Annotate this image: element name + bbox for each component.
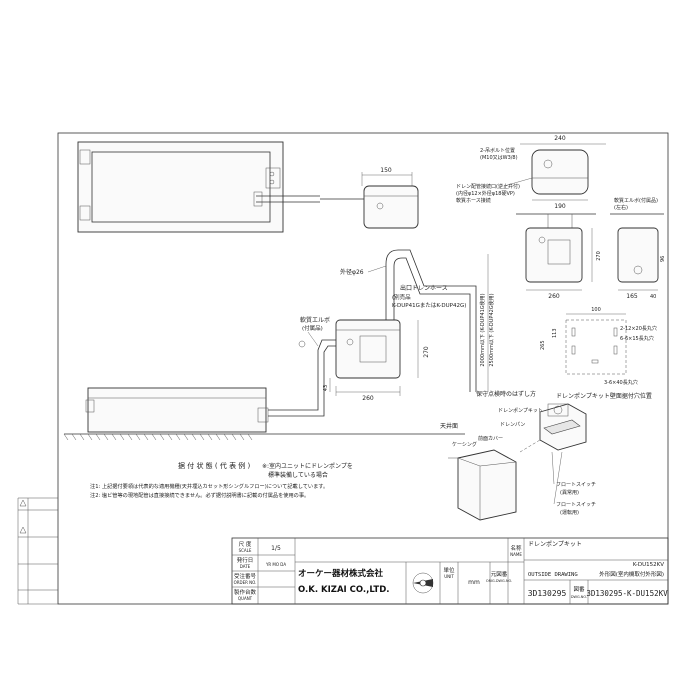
dim-right-40: 40 (650, 294, 656, 300)
hose-models-label: K-DUP41GまたはK-DUP42G) (392, 302, 466, 309)
soft-elbow-label: 軟質エルボ (300, 316, 330, 324)
name-label: 名称 (510, 544, 522, 552)
qty-en: QUANT (238, 596, 253, 601)
orig-no-value: 3D130295 (528, 589, 567, 598)
company-name: オーケー器材株式会社 (298, 568, 384, 579)
dim-mount-100: 100 (591, 307, 601, 313)
ceiling-label: 天井面 (440, 422, 458, 430)
dim-main-260: 260 (362, 395, 374, 402)
indoor-unit-top-view (77, 141, 320, 233)
install-note-b: 標準装備している場合 (268, 471, 328, 479)
dim-right-240: 240 (554, 135, 566, 142)
unit-en: UNIT (444, 574, 454, 579)
install-note-a: ※:室内ユニットにドレンポンプを (262, 462, 353, 470)
install-state-title: 据 付 状 態 ( 代 表 例 ) (178, 461, 251, 470)
dwg-no-value: 3D130295-K-DU152KV (586, 589, 668, 598)
outlet-hose-label: 出口ドレンホース (400, 284, 448, 292)
name-en: NAME (510, 552, 522, 557)
float-sw2-label: フロートスイッチ (556, 502, 596, 508)
order-label: 受注番号 (234, 572, 257, 580)
soft-hose-label: 軟質ホース接続 (456, 197, 491, 204)
scale-value: 1/5 (271, 545, 281, 552)
hole-spec-2: 6-6×15長丸穴 (620, 335, 654, 342)
dwg-no-en: DWG.NO. (571, 595, 587, 599)
bolt-spec-label: (M10又はW3/8) (480, 154, 518, 161)
float-sw1-label: フロートスイッチ (556, 482, 596, 488)
orig-no-label: 元図番 (491, 571, 508, 578)
dim-mount-113: 113 (552, 328, 558, 338)
outer-dia-label: 外径φ26 (340, 268, 364, 276)
outlet-hose (385, 249, 477, 392)
float-sw1-sub: (異常用) (560, 489, 579, 496)
issue-date-label: 発行日 (237, 556, 254, 564)
float-sw2-sub: (運転用) (560, 510, 579, 516)
name-value: ドレンポンプキット (528, 540, 582, 548)
dim-right-190: 190 (554, 203, 566, 210)
pan-label: ドレンパン (500, 422, 525, 428)
note-1: 注1: 上記据付要領は代表的な適用機種(天井埋込カセット形シングルフロー)につい… (90, 482, 328, 490)
pump-end-view: 165 40 96 軟質エルボ(付属品) (左右) (610, 197, 666, 300)
pump-front-view: 240 190 2-吊ボルト位置 (M10又はW3/8) ドレン配管接続口(逆止… (456, 135, 606, 210)
side-note-label: (左右) (614, 204, 628, 211)
front-cover-label: 前面カバー (478, 435, 503, 442)
ceiling-hatch (63, 433, 253, 441)
separate-item-label: (別売品 (392, 293, 411, 301)
maintenance-title: 保守点検時のはずし方 (476, 390, 536, 398)
hole-spec-3: 3-6×40長丸穴 (604, 379, 638, 386)
dim-top-150: 150 (380, 167, 392, 174)
dim-right-96: 96 (660, 256, 666, 262)
kit-label: ドレンポンプキット (498, 407, 543, 414)
drain-conn-size: (内径φ12×外径φ18硬VP) (456, 190, 515, 197)
mount-title: ドレンポンプキット壁面据付穴位置 (556, 392, 652, 400)
model-number: K-DU152KV (633, 562, 664, 568)
dim-main-270: 270 (423, 346, 430, 358)
soft-elbow-side-label: 軟質エルボ(付属品) (614, 197, 658, 204)
company-name-en: O.K. KIZAI CO.,LTD. (298, 585, 389, 595)
dwg-no-label: 図番 (573, 586, 585, 593)
dim-mount-265: 265 (540, 340, 546, 350)
mount-hole-view: 100 113 265 2-12×20長丸穴 6-6×15長丸穴 3-6×40長… (540, 307, 657, 400)
dim-right-165: 165 (626, 293, 638, 300)
drain-conn-label: ドレン配管接続口(逆止弁付) (456, 183, 520, 190)
bolt-pos-label: 2-吊ボルト位置 (480, 147, 515, 154)
title-block: 尺 度 SCALE 1/5 発行日 DATE YR MO DA 受注番号 ORD… (231, 537, 669, 605)
company-logo (412, 572, 434, 594)
dim-right-260: 260 (548, 293, 560, 300)
pump-side-view: 260 270 (516, 213, 602, 300)
hole-spec-1: 2-12×20長丸穴 (620, 325, 657, 332)
drawing-type: 外形図(室内機取付外形図) (599, 570, 664, 578)
qty-label: 製作台数 (234, 588, 257, 596)
installation-drawing: 天井面 260 270 43 2000mm以下 (K-DUP41G使用) 250… (63, 249, 495, 499)
soft-elbow-included: (付属品) (302, 324, 323, 332)
lift-spec-2: 2500mm以下 (K-DUP42G使用) (488, 293, 495, 366)
indoor-unit-section (87, 387, 267, 433)
unit-value: mm (468, 579, 480, 586)
scale-en: SCALE (239, 548, 252, 553)
dim-right-270: 270 (596, 251, 602, 261)
orig-no-en: ORIG.DWG.NO. (486, 579, 512, 583)
revision-strip (17, 497, 58, 605)
issue-date-en: DATE (240, 564, 251, 569)
note-2: 注2: 塩ビ管等の現地配管は直接接続できません。必ず据付説明書に記載の付属品を使… (90, 491, 309, 499)
dim-main-43: 43 (323, 385, 329, 391)
issue-date-value: YR MO DA (265, 562, 286, 567)
pump-box-top-view: 150 (320, 167, 419, 229)
pump-unit (335, 319, 401, 379)
unit-label: 単位 (443, 566, 455, 574)
exploded-view: 保守点検時のはずし方 ドレンポンプキット ドレンパン 前面カバー ケーシング フ… (448, 390, 596, 521)
scale-label: 尺 度 (239, 540, 252, 548)
order-en: ORDER NO. (234, 580, 257, 585)
outside-drawing: OUTSIDE DRAWING (528, 572, 578, 578)
lift-spec-1: 2000mm以下 (K-DUP41G使用) (479, 293, 486, 366)
casing-label: ケーシング (452, 441, 477, 448)
